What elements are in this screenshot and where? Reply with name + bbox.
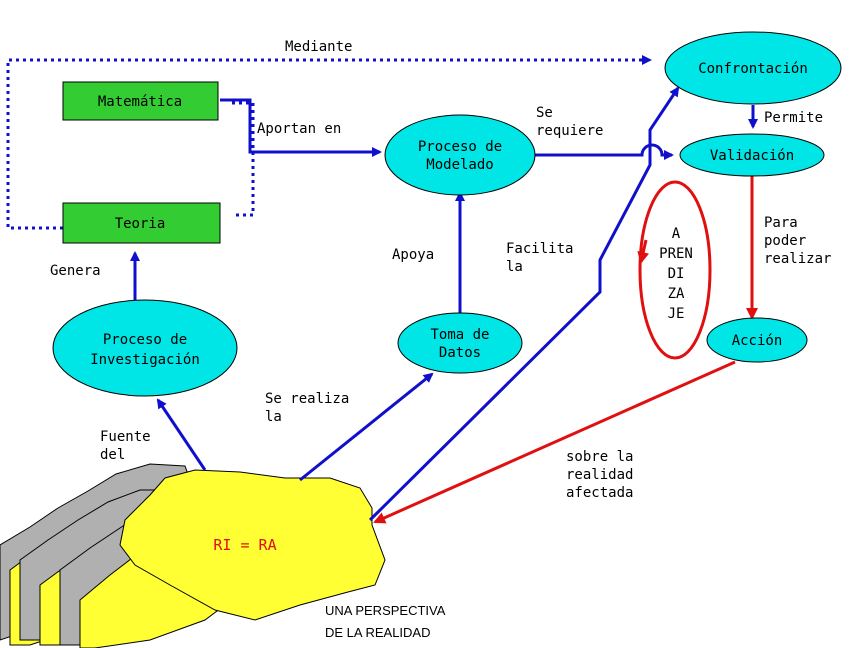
node-accion-label: Acción xyxy=(732,333,783,349)
label-apoya: Apoya xyxy=(392,247,435,263)
aprendizaje-loop xyxy=(637,180,712,360)
arrow-modelado-to-validacion xyxy=(535,143,674,160)
label-se-requiere: Se requiere xyxy=(536,105,604,139)
reality-blob-main xyxy=(119,469,386,621)
node-teoria: Teoria xyxy=(62,202,221,244)
node-toma-datos: Toma de Datos xyxy=(397,312,523,374)
node-validacion: Validación xyxy=(679,133,825,177)
arrow-matematica-to-modelado xyxy=(220,98,382,157)
blue-connectors xyxy=(130,86,758,522)
arrow-accion-to-reality xyxy=(373,360,736,524)
aprendizaje-line: JE xyxy=(668,306,685,322)
aprendizaje-line: DI xyxy=(668,266,685,282)
node-accion: Acción xyxy=(706,317,808,363)
reality-equation: RI = RA xyxy=(213,536,276,554)
label-facilita-la: Facilita la xyxy=(506,241,574,275)
node-confrontacion: Confrontación xyxy=(664,31,842,105)
node-proceso-investigacion: Proceso de Investigación xyxy=(52,299,238,397)
label-aportan-en: Aportan en xyxy=(257,121,342,137)
mediante-dotted-loop xyxy=(6,55,652,230)
node-validacion-label: Validación xyxy=(710,148,794,164)
arrow-facilita-to-confrontacion xyxy=(368,86,680,522)
reality-caption-line1: UNA PERSPECTIVA xyxy=(325,603,446,618)
node-matematica-label: Matemática xyxy=(98,94,182,110)
aprendizaje-line: A xyxy=(672,226,681,242)
node-confrontacion-label: Confrontación xyxy=(698,61,808,77)
node-proceso-investigacion-label: Investigación xyxy=(90,352,200,368)
node-proceso-investigacion-label: Proceso de xyxy=(103,332,187,348)
label-se-realiza-la: Se realiza la xyxy=(265,391,350,425)
aprendizaje-line: PREN xyxy=(659,246,693,262)
aprendizaje-line: ZA xyxy=(668,286,685,302)
arrow-reality-to-investigacion xyxy=(156,398,207,471)
node-matematica: Matemática xyxy=(62,81,219,121)
label-para-poder-realizar: Para poder realizar xyxy=(764,215,832,267)
node-toma-datos-label: Toma de xyxy=(430,327,489,343)
node-proceso-modelado-label: Modelado xyxy=(426,157,493,173)
node-teoria-label: Teoria xyxy=(115,216,166,232)
arrow-reality-to-tomadatos xyxy=(299,372,434,482)
node-proceso-modelado-label: Proceso de xyxy=(418,139,502,155)
label-mediante: Mediante xyxy=(285,39,353,55)
label-permite: Permite xyxy=(764,110,824,126)
label-fuente-del: Fuente del xyxy=(100,429,151,463)
node-toma-datos-label: Datos xyxy=(439,345,481,361)
aprendizaje-label: A PREN DI ZA JE xyxy=(659,226,693,322)
node-proceso-modelado: Proceso de Modelado xyxy=(384,114,536,196)
reality-blob-stack xyxy=(0,463,386,648)
label-genera: Genera xyxy=(50,263,101,279)
red-connectors xyxy=(373,175,758,524)
label-sobre-la-realidad: sobre la realidad afectada xyxy=(566,449,634,501)
reality-caption-line2: DE LA REALIDAD xyxy=(325,625,431,640)
